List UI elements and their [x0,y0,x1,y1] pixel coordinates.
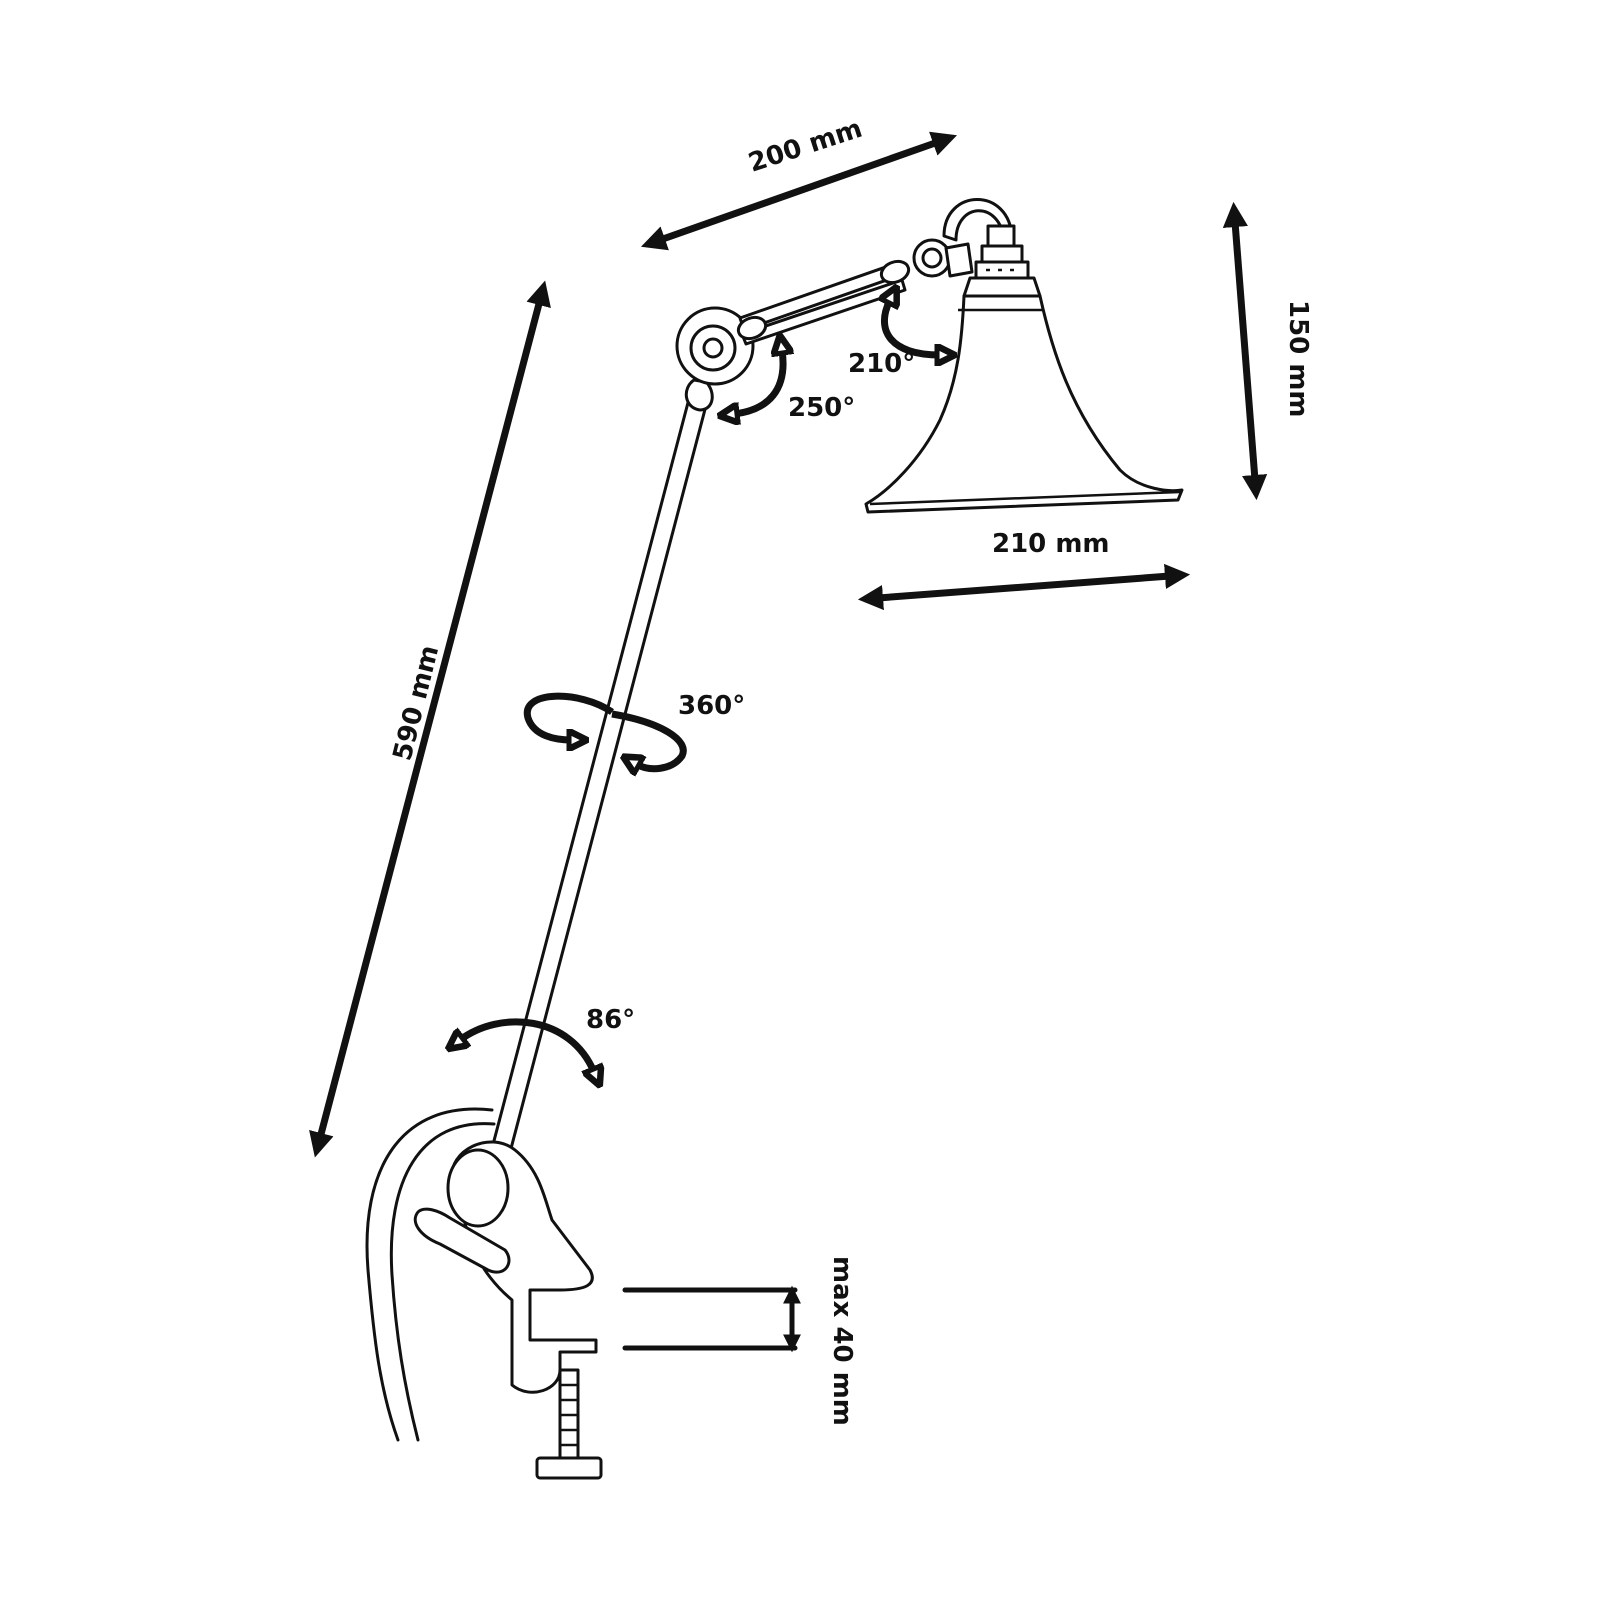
rotation-arrows [460,300,940,1072]
clamp-max-label: max 40 mm [827,1256,857,1426]
shade-rotation-label: 210° [848,349,915,379]
lamp-shade [864,294,1184,514]
clamp-pivot [446,1148,510,1228]
arm-length-arrow [640,131,958,251]
shade-height-label: 150 mm [1283,300,1313,418]
base-tilt-label: 86° [586,1005,635,1035]
base-tilt-arrow [460,1018,594,1072]
shade-width-label: 210 mm [992,529,1110,559]
clamp-base [413,1140,603,1480]
elbow-rotation-label: 250° [788,393,855,423]
shade-socket [962,224,1042,298]
arm-length-label: 200 mm [745,114,866,179]
table-slab [622,1287,798,1351]
clamp-knob-arm [413,1207,511,1274]
shade-joint [912,238,974,278]
shade-width-arrow [857,563,1191,611]
main-stem [488,393,710,1162]
shade-rotation-arrow [884,300,940,355]
stem-swivel-label: 360° [678,691,745,721]
clamp-screw-pad [535,1456,603,1480]
elbow-rotation-arrow [734,350,783,414]
stem-swivel-arrow [523,692,687,768]
shade-height-arrow [1222,201,1268,501]
dimension-arrows [309,131,1268,1353]
stem-length-arrow [309,280,551,1158]
